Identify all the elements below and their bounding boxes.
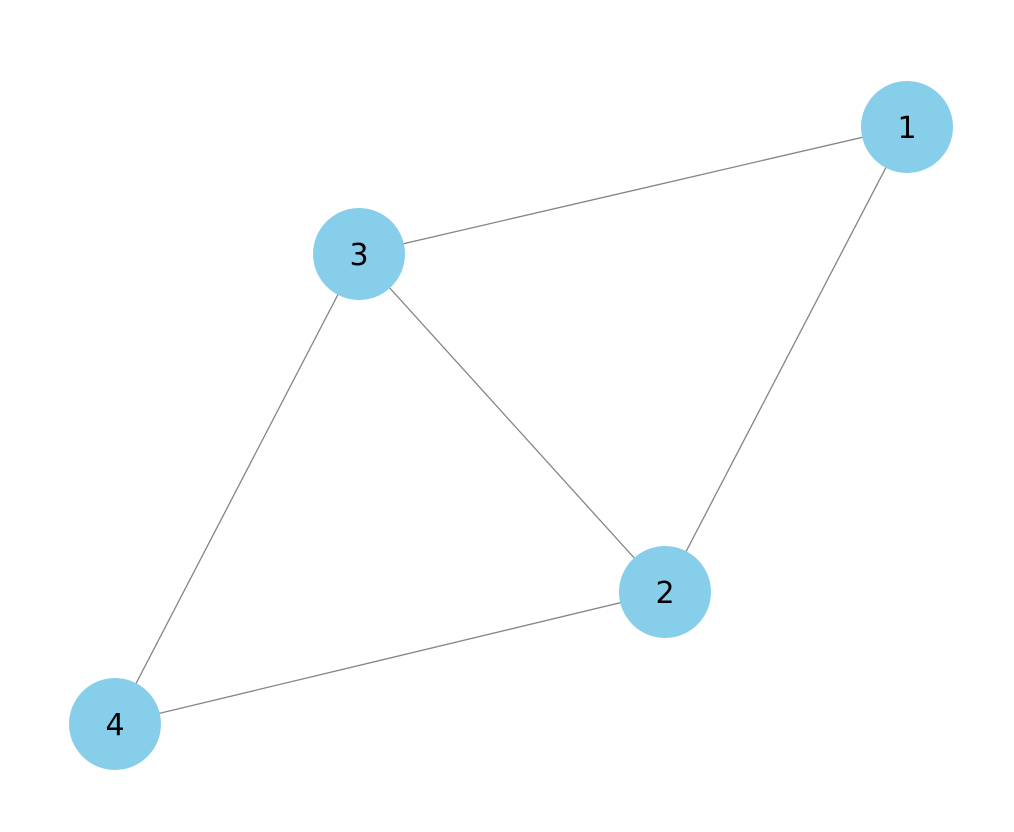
graph-node-3: 3 — [313, 208, 405, 300]
node-label: 4 — [105, 708, 124, 743]
edge-layer — [114, 126, 908, 725]
node-circle-4 — [69, 678, 161, 770]
node-label: 2 — [655, 576, 674, 611]
graph-edge-2-3 — [358, 253, 666, 593]
node-circle-3 — [313, 208, 405, 300]
graph-node-1: 1 — [861, 81, 953, 173]
node-label: 1 — [897, 111, 916, 146]
node-label: 3 — [349, 238, 368, 273]
graph-edge-1-3 — [358, 126, 908, 255]
node-layer: 1 2 3 4 — [69, 81, 953, 770]
node-circle-2 — [619, 546, 711, 638]
graph-edge-3-4 — [114, 253, 360, 725]
graph-edge-2-4 — [114, 591, 666, 725]
graph-node-4: 4 — [69, 678, 161, 770]
graph-edge-1-2 — [664, 126, 908, 593]
node-circle-1 — [861, 81, 953, 173]
graph-node-2: 2 — [619, 546, 711, 638]
